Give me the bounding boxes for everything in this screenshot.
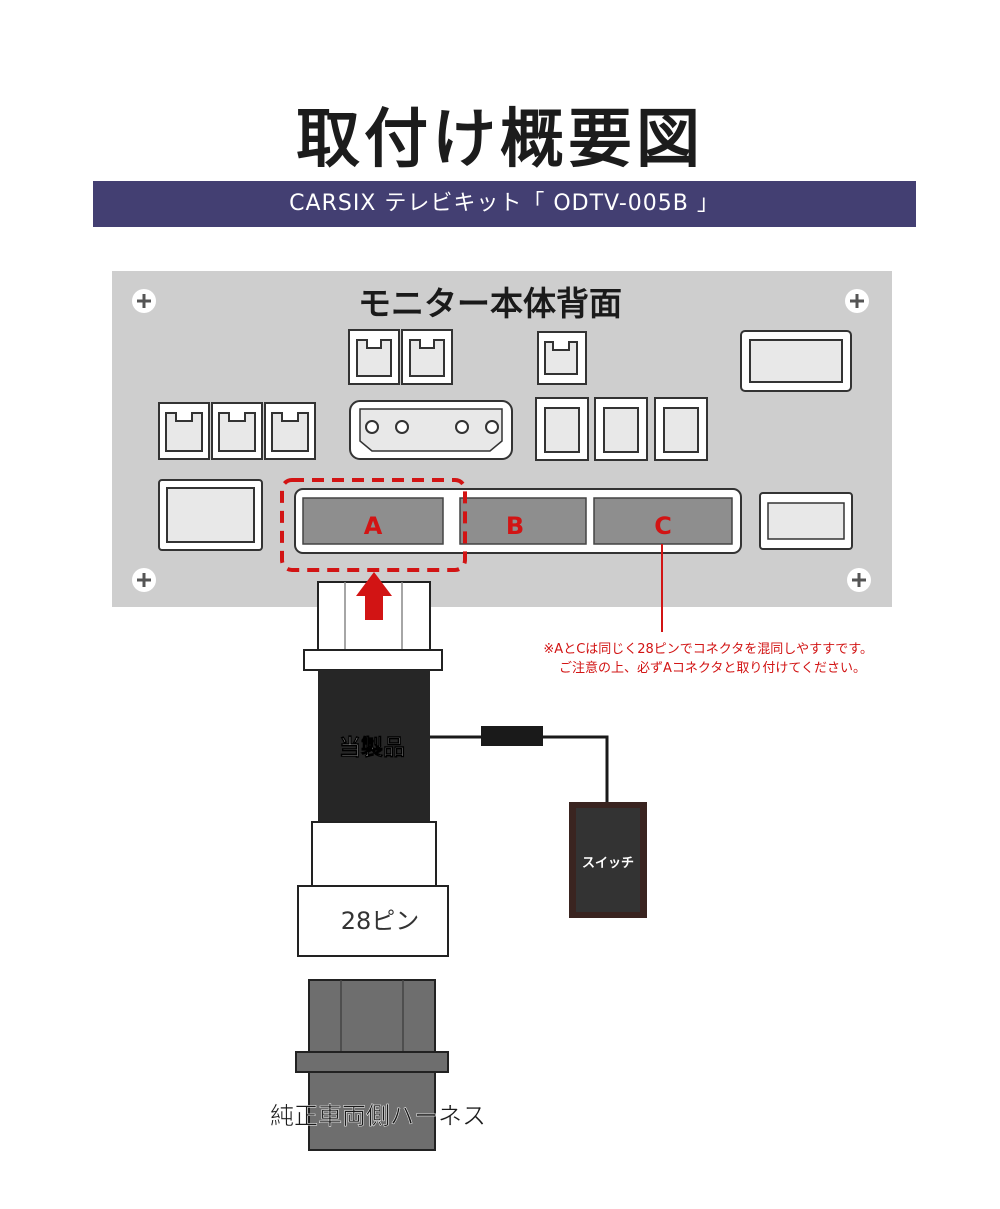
wide-socket xyxy=(740,330,852,392)
small-socket xyxy=(594,397,648,461)
small-socket xyxy=(759,492,853,550)
product-banner: CARSIX テレビキット「 ODTV-005B 」 xyxy=(93,181,916,227)
product-label: 当製品 xyxy=(339,735,405,761)
switch-cable xyxy=(430,735,609,802)
warning-line-2: ご注意の上、必ずAコネクタと取り付けてください。 xyxy=(559,660,866,676)
cable-ferrite xyxy=(481,726,543,746)
small-socket xyxy=(158,402,210,460)
harness-label: 純正車両側ハーネス xyxy=(270,1102,486,1130)
small-socket xyxy=(264,402,316,460)
switch-label: スイッチ xyxy=(582,856,634,871)
small-socket xyxy=(211,402,263,460)
small-socket xyxy=(401,329,453,385)
pin-label: 28ピン xyxy=(341,907,420,935)
screw-icon xyxy=(132,289,156,313)
wide-socket xyxy=(158,479,263,551)
screw-icon xyxy=(847,568,871,592)
small-socket xyxy=(348,329,400,385)
vehicle-harness-connector xyxy=(295,979,449,1151)
connector-a-highlight xyxy=(280,478,467,572)
connector-a xyxy=(302,497,444,545)
small-socket xyxy=(654,397,708,461)
connector-b-label: B xyxy=(506,512,524,540)
warning-line-1: ※AとCは同じく28ピンでコネクタを混同しやすすです。 xyxy=(543,642,873,657)
connector-a-label: A xyxy=(364,512,383,540)
monitor-label: モニター本体背面 xyxy=(358,284,622,323)
page-title: 取付け概要図 xyxy=(296,103,704,177)
connector-c-label: C xyxy=(654,512,672,540)
small-socket xyxy=(537,331,587,385)
screw-icon xyxy=(845,289,869,313)
connector-b xyxy=(459,497,587,545)
arrow-up-icon xyxy=(356,572,392,620)
round-pin-socket xyxy=(349,400,513,460)
small-socket xyxy=(535,397,589,461)
screw-icon xyxy=(132,568,156,592)
product-lower-plug xyxy=(297,821,449,957)
connector-c xyxy=(593,497,733,545)
